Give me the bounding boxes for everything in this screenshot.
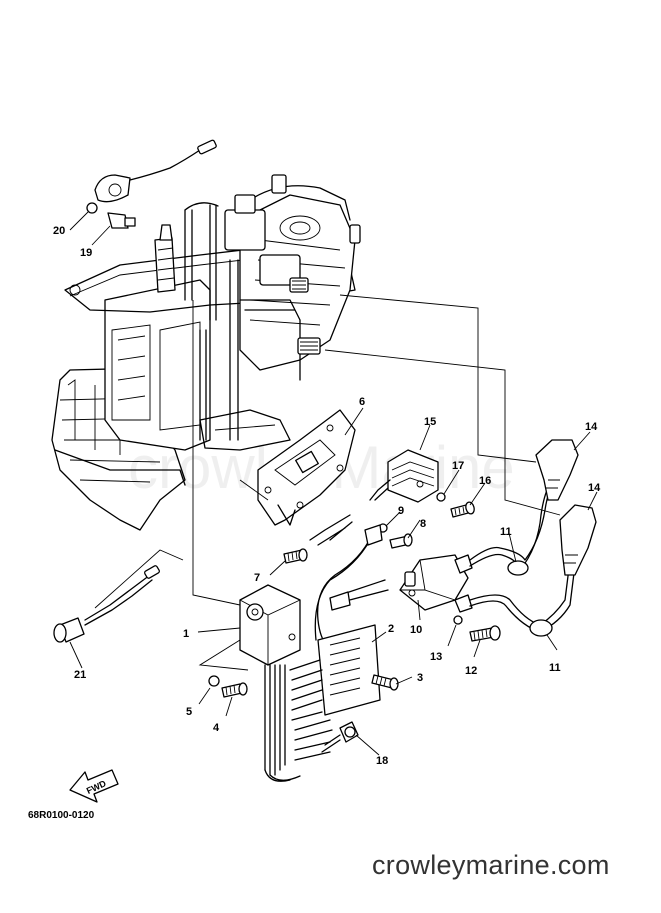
wire-harness — [309, 514, 389, 651]
part-20-sender-lead — [86, 139, 217, 214]
callout-20: 20 — [53, 225, 65, 237]
part-21-switch — [53, 565, 160, 643]
callout-13: 13 — [430, 651, 442, 663]
part-18-connector — [321, 721, 359, 753]
part-2-terminal-block — [289, 624, 381, 761]
callout-15: 15 — [424, 416, 436, 428]
callout-2: 2 — [388, 623, 394, 635]
part-13-washer — [453, 615, 463, 625]
callout-14a: 14 — [585, 421, 598, 433]
part-3-screw — [371, 674, 399, 691]
callout-17: 17 — [452, 460, 464, 472]
callout-3: 3 — [417, 672, 423, 684]
part-10-ignition-coil — [399, 554, 473, 613]
engine-block — [51, 174, 361, 531]
part-1-cdi-unit — [239, 584, 301, 782]
leader-lines — [69, 211, 598, 756]
part-11-14-ht-leads — [469, 439, 597, 637]
part-17-washer — [436, 492, 446, 502]
fwd-arrow-icon: FWD — [69, 769, 119, 803]
callout-14b: 14 — [588, 482, 601, 494]
callout-8: 8 — [420, 518, 426, 530]
callout-4: 4 — [213, 722, 220, 734]
drawing-number: 68R0100-0120 — [28, 810, 95, 821]
callout-numbers: 1 2 3 4 5 6 7 8 9 10 11 11 12 13 14 14 1… — [53, 225, 601, 767]
part-8-screw — [389, 533, 413, 549]
part-16-screw — [450, 501, 475, 518]
callout-9: 9 — [398, 505, 404, 517]
callout-7: 7 — [254, 572, 260, 584]
site-footer: crowleymarine.com — [372, 850, 610, 880]
part-5-washer — [208, 675, 220, 687]
part-4-bolt — [221, 682, 248, 698]
part-12-bolt — [469, 625, 501, 642]
callout-19: 19 — [80, 247, 92, 259]
callout-18: 18 — [376, 755, 388, 767]
callout-6: 6 — [359, 396, 365, 408]
callout-11b: 11 — [549, 662, 561, 674]
part-6-bracket — [257, 409, 356, 526]
callout-10: 10 — [410, 624, 422, 636]
callout-21: 21 — [74, 669, 86, 681]
part-7-bolt — [283, 548, 308, 564]
callout-1: 1 — [183, 628, 189, 640]
callout-11a: 11 — [500, 526, 512, 538]
callout-16: 16 — [479, 475, 491, 487]
part-19-sender — [107, 212, 136, 229]
part-15-rectifier — [369, 449, 439, 503]
callout-12: 12 — [465, 665, 477, 677]
callout-5: 5 — [186, 706, 192, 718]
